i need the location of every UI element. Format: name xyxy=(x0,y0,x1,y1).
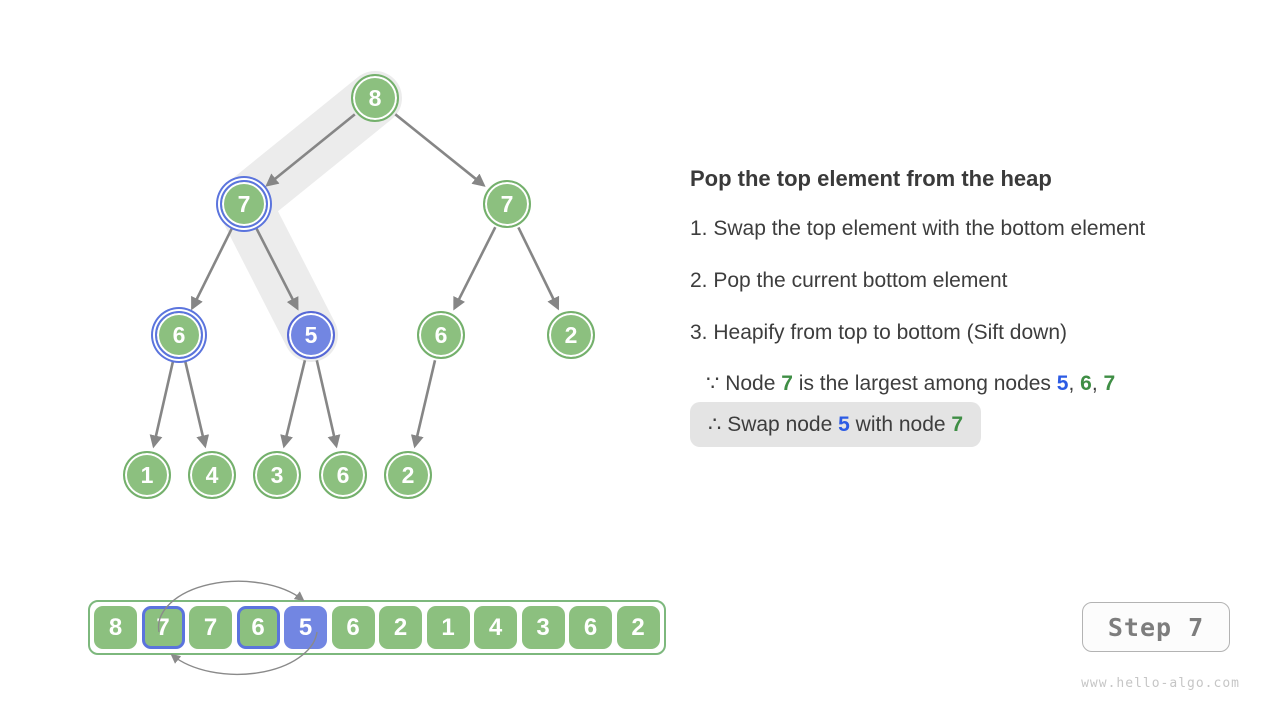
tree-node: 2 xyxy=(384,451,432,499)
tree-node: 3 xyxy=(253,451,301,499)
instruction-step: 2. Pop the current bottom element xyxy=(690,269,1008,292)
array-cell: 4 xyxy=(474,606,517,649)
node-ref-7: 7 xyxy=(951,413,964,436)
because-note: ∵ Node 7 is the largest among nodes 5, 6… xyxy=(706,372,1116,395)
array-cell: 3 xyxy=(521,606,565,649)
heap-array: 8 7 7 6 5 6 2 1 4 3 6 2 xyxy=(88,600,666,655)
step-indicator[interactable]: Step 7 xyxy=(1082,602,1230,652)
therefore-note: ∴ Swap node 5 with node 7 xyxy=(690,402,982,447)
tree-node: 2 xyxy=(547,311,595,359)
watermark: www.hello-algo.com xyxy=(1081,676,1240,691)
array-cell: 1 xyxy=(426,606,470,649)
node-ref-5: 5 xyxy=(838,413,850,436)
tree-node: 8 xyxy=(351,74,399,122)
tree-node: 5 xyxy=(287,311,335,359)
node-ref-7: 7 xyxy=(1103,372,1116,395)
tree-node: 4 xyxy=(188,451,236,499)
array-cell: 6 xyxy=(236,606,280,649)
because-symbol: ∵ xyxy=(706,372,720,395)
array-cell: 7 xyxy=(189,606,232,649)
node-ref-6: 6 xyxy=(1080,372,1092,395)
tree-node: 6 xyxy=(417,311,465,359)
node-ref-7: 7 xyxy=(781,372,793,395)
array-cell: 6 xyxy=(569,606,612,649)
array-cell: 8 xyxy=(94,606,137,649)
array-cell: 2 xyxy=(616,606,660,649)
tree-node: 6 xyxy=(155,311,203,359)
therefore-symbol: ∴ xyxy=(708,413,722,436)
tree-node: 6 xyxy=(319,451,367,499)
array-cell: 7 xyxy=(141,606,185,649)
tree-node: 1 xyxy=(123,451,171,499)
node-ref-5: 5 xyxy=(1056,372,1069,395)
array-cell: 2 xyxy=(379,606,422,649)
tree-node: 7 xyxy=(483,180,531,228)
instruction-step: 3. Heapify from top to bottom (Sift down… xyxy=(690,321,1067,344)
array-cell: 6 xyxy=(331,606,375,649)
tree-edge-arrows xyxy=(149,113,560,449)
panel-title: Pop the top element from the heap xyxy=(690,166,1052,191)
array-cell: 5 xyxy=(284,606,327,649)
instruction-step: 1. Swap the top element with the bottom … xyxy=(690,217,1146,240)
tree-node: 7 xyxy=(220,180,268,228)
